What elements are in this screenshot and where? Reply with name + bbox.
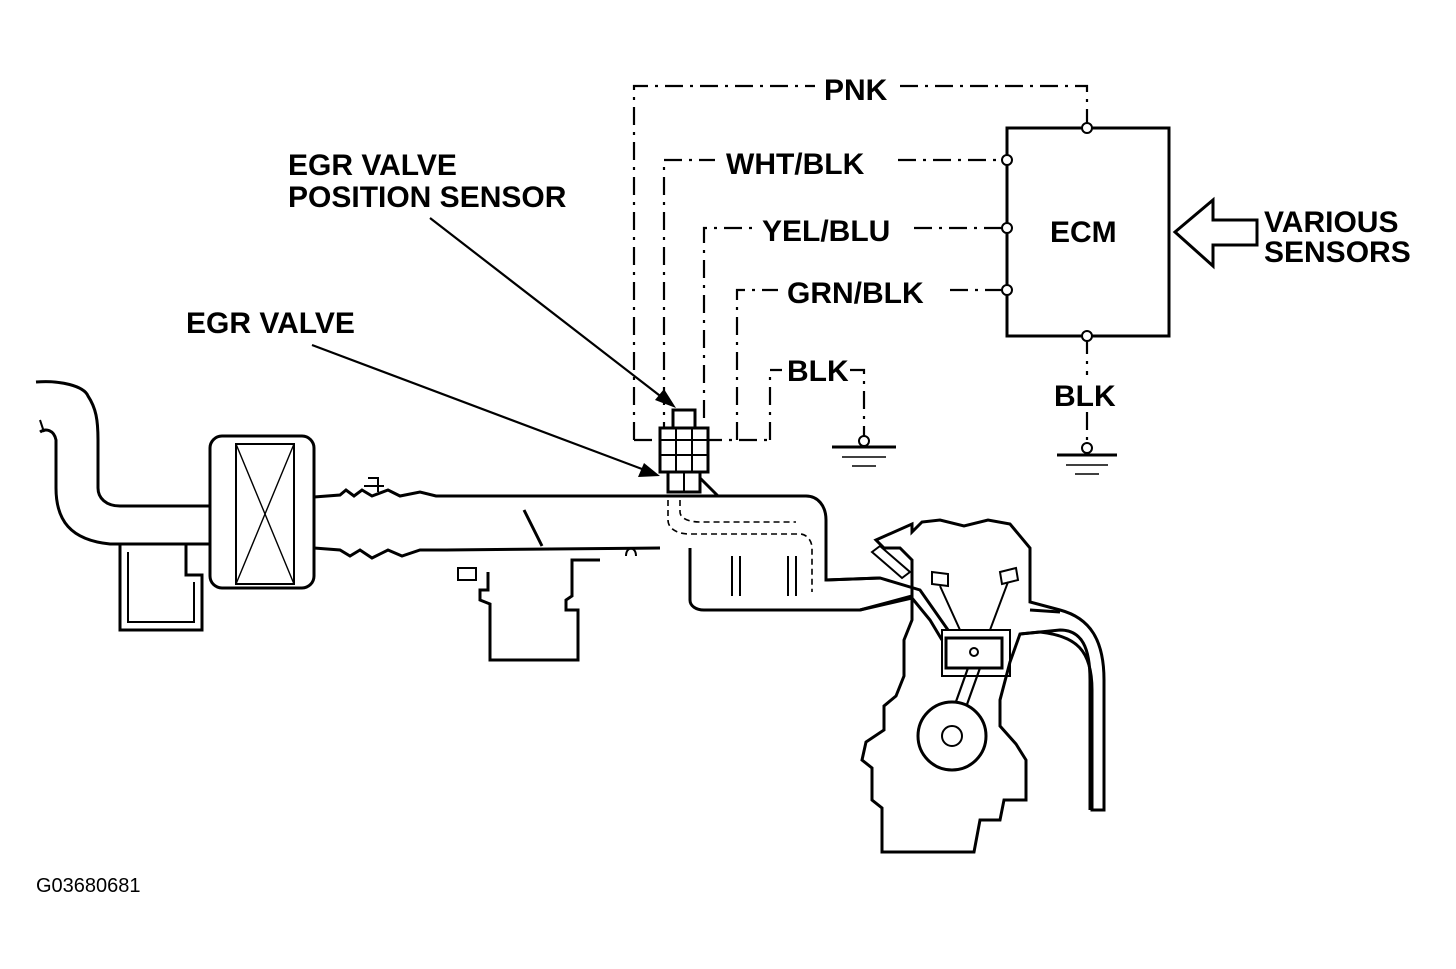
- various-sensors-label-line1: VARIOUS: [1264, 206, 1398, 239]
- yel-blu-wire: [702, 226, 752, 418]
- egr-valve-position-sensor-arrowhead: [655, 389, 676, 408]
- wire-label-yel-blu: YEL/BLU: [762, 215, 890, 248]
- ecm-terminal-blk: [1081, 330, 1093, 342]
- pnk-wire: [632, 84, 815, 440]
- egr-valve-position-sensor-leader: [429, 217, 669, 403]
- sensor-ground-symbol: [832, 435, 896, 467]
- egr-valve-position-sensor-label-line1: EGR VALVE: [288, 149, 457, 182]
- svg-text:EGR VALVE POSITION SENSOR: EGR VALVE POSITION SENSOR: [288, 149, 567, 214]
- egr-valve-arrowhead: [638, 463, 660, 477]
- engine-block: [825, 518, 1106, 854]
- ecm-terminal-wht-blk: [1001, 154, 1013, 166]
- ecm-module: [1001, 122, 1171, 342]
- egr-valve-label: EGR VALVE: [186, 307, 355, 340]
- ecm-label: ECM: [1050, 216, 1117, 249]
- grn-blk-wire: [735, 288, 778, 440]
- wire-label-grn-blk: GRN/BLK: [787, 277, 924, 310]
- ecm-terminal-grn-blk: [1001, 284, 1013, 296]
- ecm-ground-symbol: [1057, 442, 1117, 475]
- ecm-terminal-yel-blu: [1001, 222, 1013, 234]
- pnk-wire-right: [900, 84, 1089, 128]
- wiring-harness: [632, 84, 1089, 444]
- blk-sensor-ground-wire: [850, 368, 866, 438]
- figure-id: G03680681: [36, 875, 141, 897]
- svg-text:VARIOUS SENSORS: VARIOUS SENSORS: [1264, 206, 1411, 269]
- wht-blk-wire: [662, 158, 715, 440]
- intake-duct: [35, 380, 913, 662]
- blk-sensor-wire: [768, 368, 782, 440]
- wire-label-wht-blk: WHT/BLK: [726, 148, 865, 181]
- throttle-plate: [522, 509, 544, 547]
- wire-label-blk-sensor: BLK: [787, 355, 849, 388]
- ecm-terminal-pnk: [1081, 122, 1093, 134]
- egr-valve-assembly: [658, 408, 720, 498]
- sensor-input-arrow-icon: [1172, 196, 1259, 270]
- wire-label-pnk: PNK: [824, 74, 888, 107]
- wire-label-blk-ecm: BLK: [1054, 380, 1116, 413]
- leader-lines: [311, 217, 676, 477]
- egr-valve-leader: [311, 343, 651, 474]
- various-sensors-label-line2: SENSORS: [1264, 236, 1411, 269]
- egr-valve-position-sensor-label-line2: POSITION SENSOR: [288, 181, 567, 214]
